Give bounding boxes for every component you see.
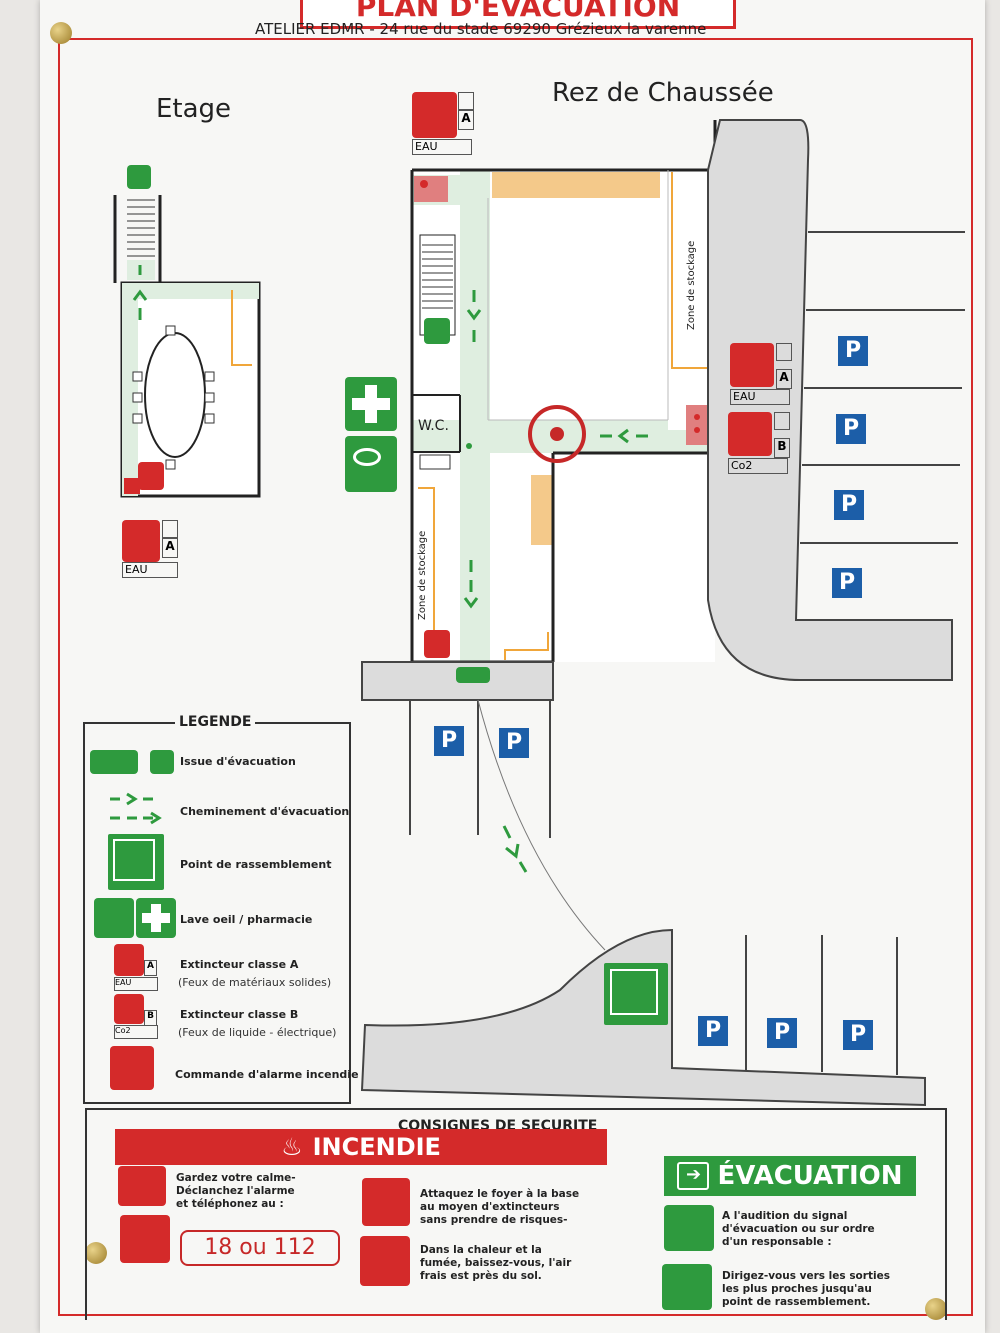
upper-floor-plan — [113, 195, 261, 498]
alarm-command-icon-upper — [138, 462, 164, 490]
calm-instruction: Gardez votre calme- Déclanchez l'alarme … — [176, 1172, 296, 1210]
legend-path-label: Cheminement d'évacuation — [180, 805, 350, 818]
attack-fire-icon — [362, 1178, 410, 1226]
emergency-number: 18 ou 112 — [180, 1230, 340, 1266]
floor-label-ground: Rez de Chaussée — [552, 78, 774, 108]
smoke-crawl-icon — [360, 1236, 410, 1286]
legend-extinguisher-a-icon — [114, 944, 144, 976]
legend-co2-label: Co2 — [114, 1025, 158, 1039]
legend-exit-stairs-icon — [150, 750, 174, 774]
assembly-point-icon — [604, 963, 668, 1025]
evacuation-banner: ➔ ÉVACUATION — [664, 1156, 916, 1196]
parking-sign: P — [834, 490, 864, 520]
class-a-label: A — [776, 369, 792, 389]
arrow-right-icon: ➔ — [677, 1162, 710, 1190]
legend-extinguisher-b-icon — [114, 994, 144, 1024]
evacuation-banner-label: ÉVACUATION — [717, 1161, 903, 1191]
walk-to-exit-icon — [662, 1264, 712, 1310]
attack-instruction: Attaquez le foyer à la base au moyen d'e… — [420, 1188, 580, 1226]
parking-sign: P — [767, 1018, 797, 1048]
legend-extinguisher-b-label: Extincteur classe B — [180, 1008, 299, 1021]
phone-icon — [120, 1215, 170, 1263]
co2-label: Co2 — [728, 458, 788, 474]
class-a-label: A — [162, 538, 178, 558]
exit-stairs-sign-upper — [127, 165, 151, 189]
legend-eye-wash-label: Lave oeil / pharmacie — [180, 913, 313, 926]
parking-sign: P — [838, 336, 868, 366]
legend-assembly-icon — [108, 834, 164, 890]
legend-alarm-icon — [110, 1046, 154, 1090]
fire-banner-label: INCENDIE — [312, 1133, 441, 1161]
legend-extinguisher-a-sub: (Feux de matériaux solides) — [178, 976, 332, 989]
parking-sign: P — [499, 728, 529, 758]
plan-title: PLAN D'ÉVACUATION — [300, 0, 736, 29]
exit-door-sign — [456, 667, 490, 683]
parking-sign: P — [698, 1016, 728, 1046]
legend-exit-label: Issue d'évacuation — [180, 755, 296, 768]
smoke-instruction: Dans la chaleur et la fumée, baissez-vou… — [420, 1244, 572, 1282]
floor-label-upper: Etage — [156, 94, 232, 124]
legend-alarm-label: Commande d'alarme incendie — [175, 1068, 359, 1081]
eau-label: EAU — [122, 562, 178, 578]
legend-exit-icon — [90, 750, 138, 774]
fire-banner: ♨ INCENDIE — [115, 1129, 607, 1165]
alarm-call-icon — [118, 1166, 166, 1206]
legend-eau-label: EAU — [114, 977, 158, 991]
class-b-label: B — [774, 438, 790, 458]
flame-icon: ♨ — [281, 1133, 303, 1161]
legend-first-aid-icon — [136, 898, 176, 938]
parking-sign: P — [434, 726, 464, 756]
wc-label: W.C. — [418, 418, 449, 434]
pin-bottom-right — [925, 1298, 947, 1320]
alarm-command-icon-ground — [424, 630, 450, 658]
legend-class-b-label: B — [144, 1010, 157, 1026]
first-aid-icon — [345, 377, 397, 431]
legend-path-arrows — [110, 792, 162, 825]
legend-extinguisher-b-sub: (Feux de liquide - électrique) — [178, 1026, 337, 1039]
signal-instruction: A l'audition du signal d'évacuation ou s… — [722, 1210, 875, 1248]
pin-bottom-left — [85, 1242, 107, 1264]
address: ATELIER EDMR - 24 rue du stade 69290 Gré… — [255, 20, 707, 38]
parking-sign: P — [836, 414, 866, 444]
legend-class-a-label: A — [144, 960, 157, 976]
class-a-label: A — [458, 110, 474, 130]
go-instruction: Dirigez-vous vers les sorties les plus p… — [722, 1270, 890, 1308]
poster-frame — [58, 38, 973, 1316]
eye-wash-icon — [345, 436, 397, 492]
legend-eye-wash-icon — [94, 898, 134, 938]
exit-stairs-sign-ground — [424, 318, 450, 344]
legend-extinguisher-a-label: Extincteur classe A — [180, 958, 299, 971]
storage-zone-left-label: Zone de stockage — [417, 530, 428, 620]
pin-top-left — [50, 22, 72, 44]
safety-instructions-box — [85, 1108, 947, 1320]
legend-assembly-label: Point de rassemblement — [180, 858, 332, 871]
storage-zone-right-label: Zone de stockage — [686, 240, 697, 330]
listen-signal-icon — [664, 1205, 714, 1251]
legend-title: LEGENDE — [175, 714, 256, 730]
ground-floor-plan — [410, 120, 717, 873]
parking-sign: P — [832, 568, 862, 598]
eau-label: EAU — [412, 139, 472, 155]
parking-sign: P — [843, 1020, 873, 1050]
eau-label: EAU — [730, 389, 790, 405]
